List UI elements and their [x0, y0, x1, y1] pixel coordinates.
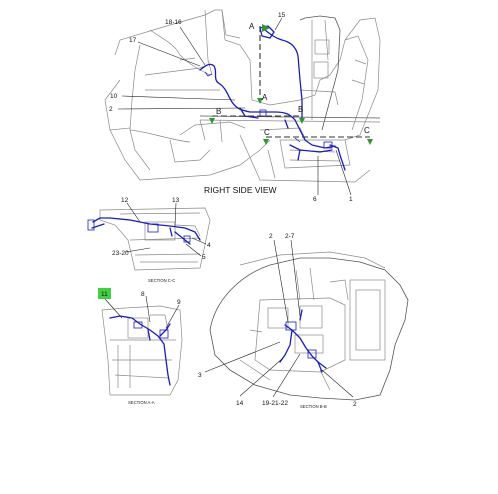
section-letter-b-left: B [216, 107, 221, 116]
section-arrow-a-mid [257, 98, 263, 104]
section-arrow-c-right [367, 139, 373, 145]
callout-4: 4 [207, 242, 211, 249]
section-arrow-c-left [263, 139, 269, 145]
callout-2-main: 2 [109, 106, 113, 113]
section-letter-c-right: C [364, 126, 370, 135]
section-letter-a-mid: A [262, 93, 268, 102]
callout-8: 8 [141, 291, 145, 298]
callout-17: 17 [129, 37, 137, 44]
section-c-c: 12 13 4 5 23-20 SECTION C-C [87, 197, 211, 283]
callout-15: 15 [278, 12, 286, 19]
section-arrow-b-right [299, 118, 305, 124]
callout-3: 3 [198, 372, 202, 379]
section-letter-b-right: B [298, 105, 303, 114]
section-b-b: 2 2-7 3 14 19-21-22 2 SECTION B-B [198, 233, 409, 409]
callout-10: 10 [110, 93, 118, 100]
callout-23-20: 23-20 [112, 250, 129, 257]
section-label-cc: SECTION C-C [148, 278, 175, 283]
section-a-a: 11 8 9 SECTION A-A [98, 288, 183, 405]
callout-9: 9 [177, 299, 181, 306]
section-letter-c-left: C [264, 128, 270, 137]
callout-11: 11 [101, 291, 108, 298]
section-arrow-b-left [209, 118, 215, 124]
callout-18-16: 18-16 [165, 19, 182, 26]
callout-6: 6 [313, 196, 317, 203]
section-letter-a-top: A [249, 22, 255, 31]
section-label-aa: SECTION A-A [128, 400, 155, 405]
section-arrow-a-top [262, 24, 270, 32]
callout-12: 12 [121, 197, 129, 204]
callout-13: 13 [172, 197, 180, 204]
callout-2-bb: 2 [269, 233, 273, 240]
right-side-view: A A B B C C 15 18-16 17 10 2 6 1 RIGHT S… [104, 9, 381, 203]
callout-14: 14 [236, 400, 244, 407]
callout-1: 1 [349, 196, 353, 203]
callout-5: 5 [202, 254, 206, 261]
callout-2-7: 2-7 [285, 233, 295, 240]
callout-11-highlight [98, 288, 111, 299]
section-label-bb: SECTION B-B [300, 404, 327, 409]
view-title: RIGHT SIDE VIEW [204, 185, 277, 195]
callout-19-21-22: 19-21-22 [262, 400, 288, 407]
callout-2-bb-low: 2 [353, 401, 357, 408]
